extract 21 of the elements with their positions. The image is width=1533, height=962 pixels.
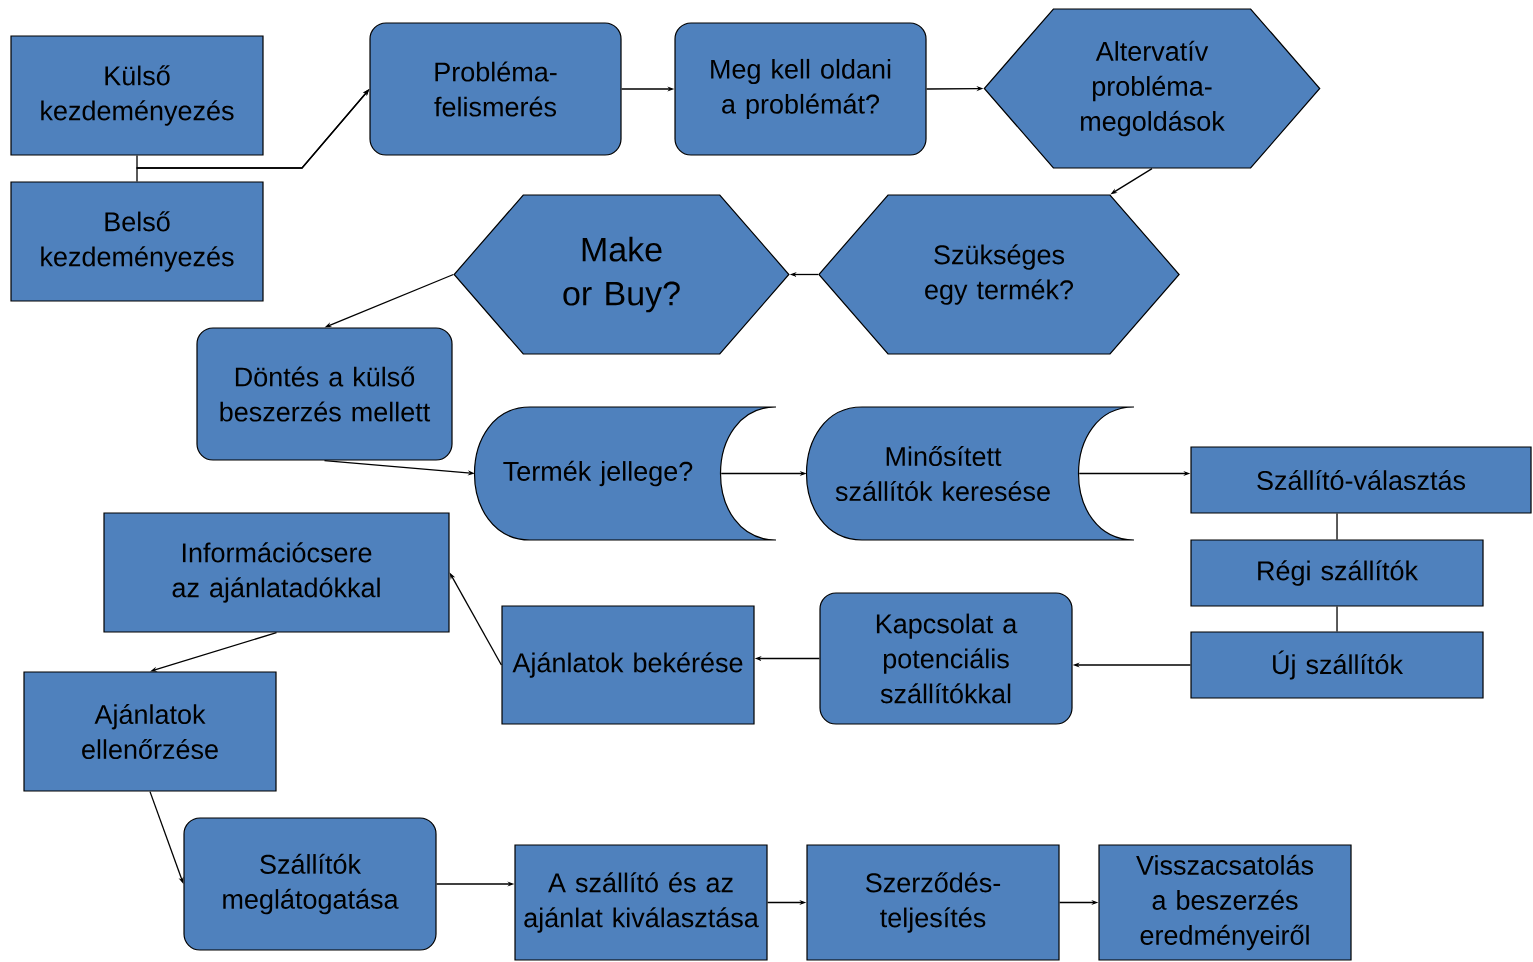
- connector-line: [1336, 512, 1338, 541]
- rounded-box: Meg kell oldani a problémát?: [674, 22, 927, 156]
- process-box: Ajánlatok ellenőrzése: [23, 671, 277, 792]
- process-box: Belső kezdeményezés: [10, 181, 264, 302]
- process-box: Régi szállítók: [1190, 539, 1484, 607]
- process-box: Szerződés-teljesítés: [806, 844, 1060, 961]
- rounded-box: Kapcsolat a potenciális szállítókkal: [819, 592, 1073, 725]
- decision-hexagon: Altervatív probléma-megoldások: [983, 8, 1321, 169]
- rounded-box: Szállítók meglátogatása: [183, 817, 437, 951]
- process-box: Szállító-választás: [1190, 446, 1532, 514]
- process-box: Visszacsatolás a beszerzés eredményeiről: [1098, 844, 1352, 961]
- process-box: Külső kezdeményezés: [10, 35, 264, 156]
- process-box: Információcsere az ajánlatadókkal: [103, 512, 450, 633]
- rounded-box: Döntés a külső beszerzés mellett: [196, 327, 453, 461]
- rounded-box: Probléma-felismerés: [369, 22, 622, 156]
- process-box: A szállító és az ajánlat kiválasztása: [514, 844, 768, 961]
- process-box: Ajánlatok bekérése: [501, 605, 755, 725]
- decision-hexagon: Make or Buy?: [453, 194, 790, 355]
- decision-hexagon: Szükséges egy termék?: [818, 194, 1180, 355]
- process-box: Új szállítók: [1190, 631, 1484, 699]
- connector-line: [1336, 605, 1338, 633]
